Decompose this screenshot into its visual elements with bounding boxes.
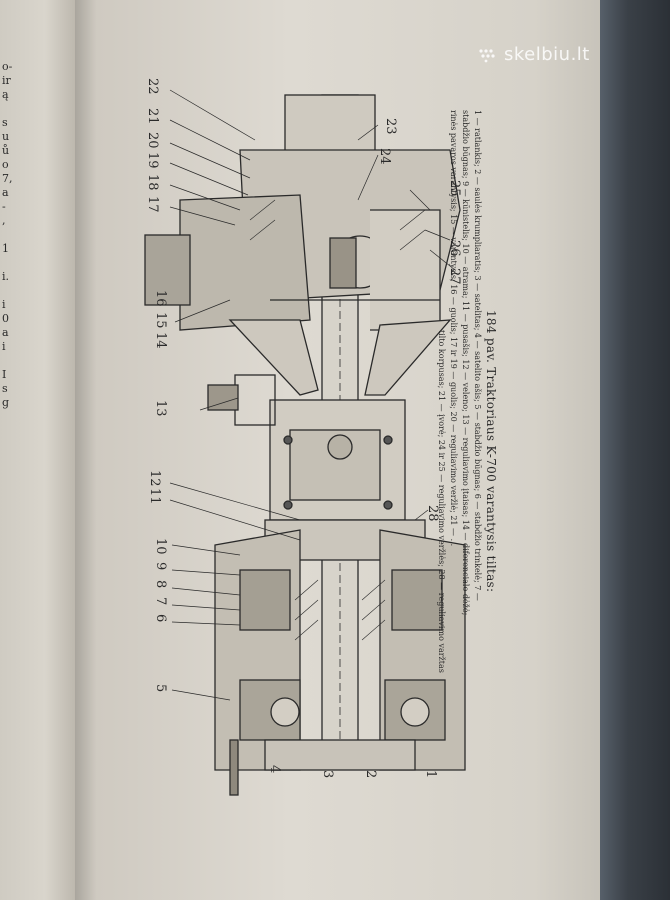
callout-5: 5: [153, 684, 168, 693]
watermark: skelbiu.lt: [478, 44, 590, 65]
callout-17: 17: [145, 196, 160, 213]
left-page: o- ir ą s u ů o 7, a - , 1 i. i 0 a i I …: [0, 0, 75, 900]
callout-15: 15: [153, 312, 168, 329]
callout-3: 3: [320, 770, 335, 779]
callout-7: 7: [153, 597, 168, 606]
figure-caption-title: 184 pav. Traktoriaus K-700 varantysis ti…: [484, 310, 498, 593]
callout-20: 20: [145, 132, 160, 149]
callout-10: 10: [153, 538, 168, 555]
callout-1: 1: [423, 770, 438, 779]
callout-8: 8: [153, 580, 168, 589]
callout-6: 6: [153, 614, 168, 623]
callout-18: 18: [145, 174, 160, 191]
figure-caption-line-4: tilto korpusas; 21 — įvorė; 24 ir 25 — r…: [437, 330, 446, 673]
callout-24: 24: [377, 148, 392, 165]
watermark-logo-icon: [479, 49, 495, 63]
callout-12: 12: [147, 470, 162, 487]
callout-2: 2: [363, 770, 378, 779]
callout-22: 22: [145, 78, 160, 95]
figure-caption-line-2: stabdžio būgnas; 9 — kūnistelis; 10 — at…: [461, 110, 470, 616]
figure-caption-line-3: rinės pavaros varantysis; 15 — varantysi…: [449, 110, 458, 547]
callout-4: 4: [267, 765, 282, 774]
callout-19: 19: [145, 152, 160, 169]
book-cover: [600, 0, 670, 900]
callout-11: 11: [147, 488, 162, 505]
callout-23: 23: [383, 118, 398, 135]
callout-14: 14: [153, 332, 168, 349]
left-page-text-fragment: o- ir ą s u ů o 7, a - , 1 i. i 0 a i I …: [2, 60, 13, 409]
callout-13: 13: [153, 400, 168, 417]
callout-9: 9: [153, 562, 168, 571]
callout-21: 21: [145, 108, 160, 125]
figure-caption-line-1: 1 — ratlankis; 2 — saulės krumpliaratis;…: [473, 110, 482, 601]
watermark-text: skelbiu.lt: [504, 44, 590, 65]
callout-16: 16: [153, 290, 168, 307]
